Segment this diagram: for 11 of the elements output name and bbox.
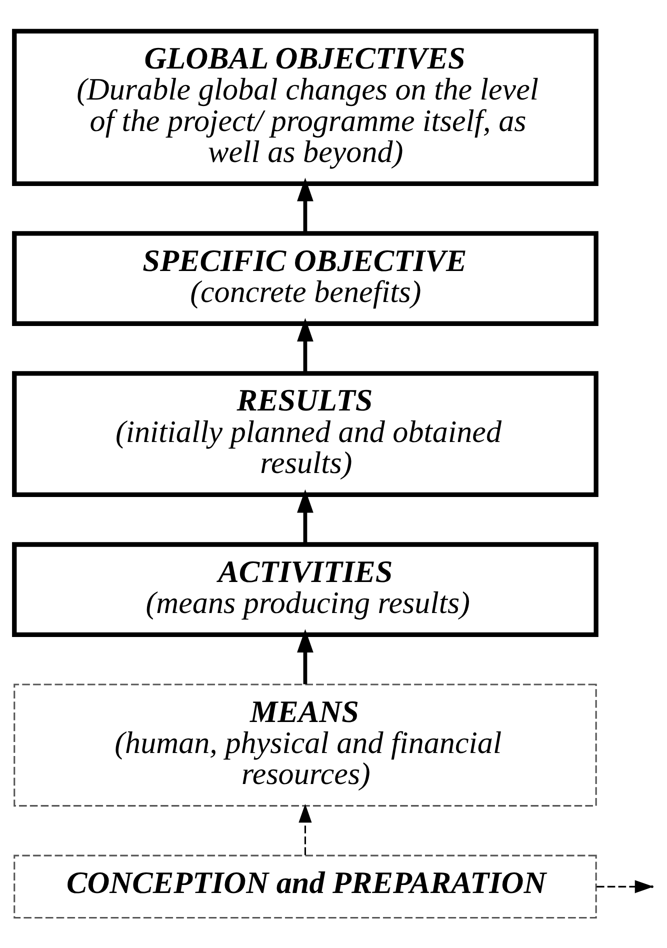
arrow [297,177,314,233]
arrow [297,318,314,373]
node-box: RESULTS (initially planned and obtained results) [12,370,598,497]
node-box: GLOBAL OBJECTIVES (Durable global changes on the level of the project/ programme itself, as well as beyond) [12,28,598,186]
node-box: ACTIVITIES (means producing results) [12,542,598,637]
arrow [297,628,314,684]
node-box: CONCEPTION and PREPARATION [14,854,597,918]
arrow [297,488,314,544]
node-box: MEANS (human, physical and financial resources) [14,683,597,806]
node-box: SPECIFIC OBJECTIVE (concrete benefits) [12,230,598,326]
arrow [298,803,312,855]
